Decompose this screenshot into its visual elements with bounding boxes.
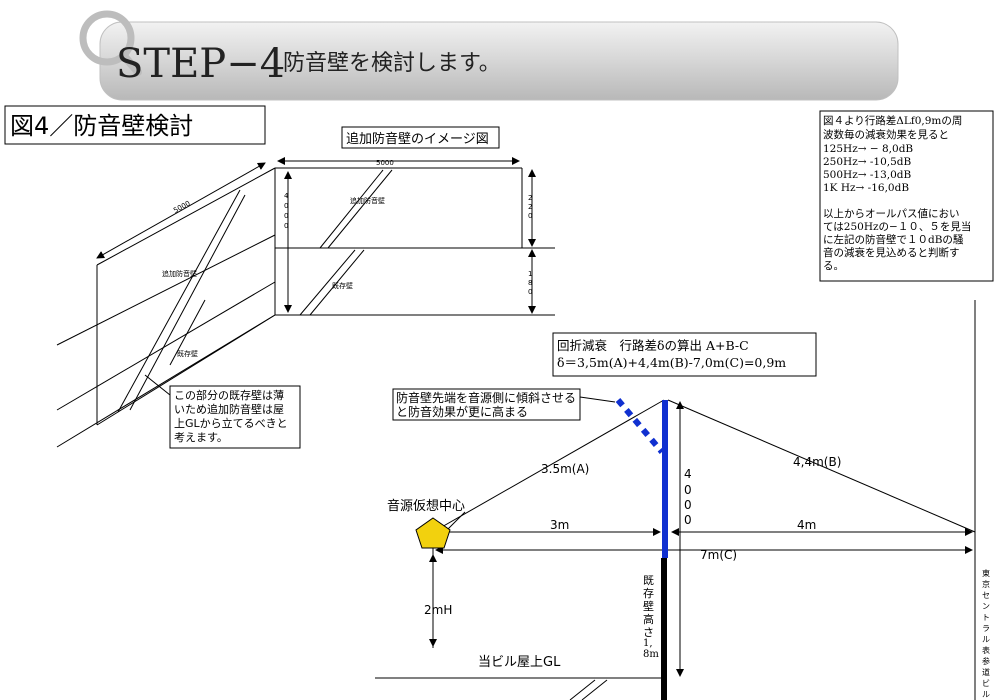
info-line-8: 以上からオールパス値におい (823, 207, 960, 220)
iso-right-l-1: 8 (528, 279, 532, 287)
bldg-2: セ (982, 591, 990, 600)
figure-title-box: 図4／防音壁検討 (4, 105, 266, 145)
tilt-note: 防音壁先端を音源側に傾斜させる と防音効果が更に高まる (392, 388, 616, 421)
existing-h-0: 既 (643, 574, 654, 587)
existing-h-6: 8m (643, 649, 659, 660)
info-line-3: 125Hz→ − 8,0dB (823, 143, 913, 155)
calc-box: 回折減衰 行路差δの算出 A+B-C δ＝3,5m(A)+4,4m(B)-7,0… (552, 332, 817, 377)
iso-callout: この部分の既存壁は薄 いため追加防音壁は屋 上GLから立てるべきと 考えます。 (144, 374, 301, 449)
bldg-0: 東 (982, 568, 990, 578)
info-line-11: 音の減衰を見込めると判断す (823, 246, 960, 259)
step-title: STEP−4 (116, 41, 285, 87)
magnifier-icon (79, 10, 142, 76)
iso-drawing (56, 157, 555, 448)
bldg-1: 京 (982, 579, 990, 589)
info-line-5: 500Hz→ -13,0dB (823, 169, 912, 181)
existing-h-2: 壁 (643, 599, 654, 613)
wall-h-2: 0 (684, 498, 692, 512)
iso-label-new-wall-front: 追加防音壁 (350, 196, 385, 205)
info-line-2: 波数毎の減衰効果を見ると (823, 128, 949, 141)
info-line-10: に左記の防音壁で１０dBの騒 (823, 233, 964, 246)
source-label: 音源仮想中心 (387, 498, 465, 514)
callout-line-3: 上GLから立てるべきと (174, 416, 288, 430)
iso-right-u-1: 2 (528, 203, 532, 211)
callout-line-2: いため追加防音壁は屋 (174, 402, 284, 416)
label-a: 3.5m(A) (541, 462, 589, 476)
callout-line-4: 考えます。 (174, 431, 228, 444)
iso-label-new-wall-side: 追加防音壁 (162, 269, 197, 278)
iso-right-u-2: 0 (528, 212, 532, 220)
iso-right-u-0: 2 (528, 194, 532, 202)
tilt-dotted-wall (615, 398, 665, 454)
label-b: 4,4m(B) (793, 455, 841, 469)
wall-h-3: 0 (684, 513, 692, 527)
callout-line-1: この部分の既存壁は薄 (174, 388, 284, 402)
header-banner: STEP−4 防音壁を検討します。 (79, 10, 899, 101)
bldg-7: 表 (982, 645, 990, 655)
label-3m: 3m (550, 518, 569, 532)
image-title: 追加防音壁のイメージ図 (346, 131, 489, 147)
tilt-line-1: 防音壁先端を音源側に傾斜させる (396, 390, 576, 405)
info-line-12: る。 (823, 260, 844, 272)
label-2mh: 2mH (424, 603, 452, 617)
existing-wall (661, 558, 667, 700)
wall-h-0: 4 (684, 467, 692, 481)
svg-text:防音壁先端を音源側に傾斜させる と防音効果が更に: 防音壁先端を音源側に傾斜させる と防音効果が更に高まる (396, 390, 580, 419)
section-drawing (375, 300, 976, 700)
calc-line-1: 回折減衰 行路差δの算出 A+B-C (557, 338, 749, 353)
iso-dim-length: 5000 (172, 199, 191, 214)
bldg-3: ン (982, 602, 990, 611)
label-4m: 4m (797, 518, 816, 532)
bldg-11: ル (982, 690, 990, 699)
iso-label-existing-side: 既存壁 (177, 349, 198, 358)
existing-h-3: 高 (643, 612, 654, 626)
figure-title: 図4／防音壁検討 (10, 112, 193, 140)
iso-left-h-2: 0 (284, 212, 288, 220)
bldg-9: 道 (982, 667, 990, 677)
iso-dim-top: 5000 (376, 159, 394, 167)
iso-left-h-1: 0 (284, 202, 288, 210)
label-c: 7m(C) (700, 548, 737, 562)
info-box: 図４より行路差ΔLf0,9mの周 波数毎の減衰効果を見ると 125Hz→ − 8… (819, 110, 994, 282)
iso-label-existing-front: 既存壁 (332, 281, 353, 290)
existing-h-5: 1, (643, 638, 653, 649)
info-line-4: 250Hz→ -10,5dB (823, 156, 912, 168)
svg-text:図４より行路差ΔLf0,9mの周 波数毎の減衰効: 図４より行路差ΔLf0,9mの周 波数毎の減衰効果を見ると 125Hz→ − 8… (823, 114, 975, 272)
existing-h-4: さ (643, 626, 654, 639)
info-line-1: 図４より行路差ΔLf0,9mの周 (823, 114, 962, 127)
info-line-9: ては250Hzの−１０、５を見当 (823, 220, 971, 233)
roof-gl-label: 当ビル屋上GL (478, 655, 561, 670)
bldg-5: ラ (982, 624, 990, 633)
iso-right-l-2: 0 (528, 288, 532, 296)
step-subtitle: 防音壁を検討します。 (283, 51, 501, 76)
existing-h-1: 存 (643, 586, 654, 600)
image-title-box: 追加防音壁のイメージ図 (341, 126, 500, 149)
sound-source-icon (415, 517, 451, 549)
iso-right-l-0: 1 (528, 270, 532, 278)
info-line-6: 1K Hz→ -16,0dB (823, 182, 909, 194)
wall-h-1: 0 (684, 483, 692, 497)
svg-text:この部分の既存壁は薄 いため追加防音壁は屋: この部分の既存壁は薄 いため追加防音壁は屋 上GLから立てるべきと 考えます。 (174, 388, 291, 444)
building-label: 東 京 セ ン ト ラ ル 表 参 道 ビ ル (982, 568, 990, 699)
calc-line-2: δ＝3,5m(A)+4,4m(B)-7,0m(C)=0,9m (557, 355, 786, 370)
section-labels: 3.5m(A) 4,4m(B) 3m 4m 7m(C) 2mH 音源仮想中心 当… (387, 455, 841, 670)
iso-left-h-0: 4 (284, 192, 289, 200)
bldg-8: 参 (982, 656, 990, 666)
bldg-6: ル (982, 635, 990, 644)
bldg-10: ビ (982, 679, 990, 688)
bldg-4: ト (982, 613, 990, 622)
added-wall (662, 400, 668, 558)
iso-left-h-3: 0 (284, 222, 288, 230)
tilt-line-2: と防音効果が更に高まる (396, 404, 528, 419)
